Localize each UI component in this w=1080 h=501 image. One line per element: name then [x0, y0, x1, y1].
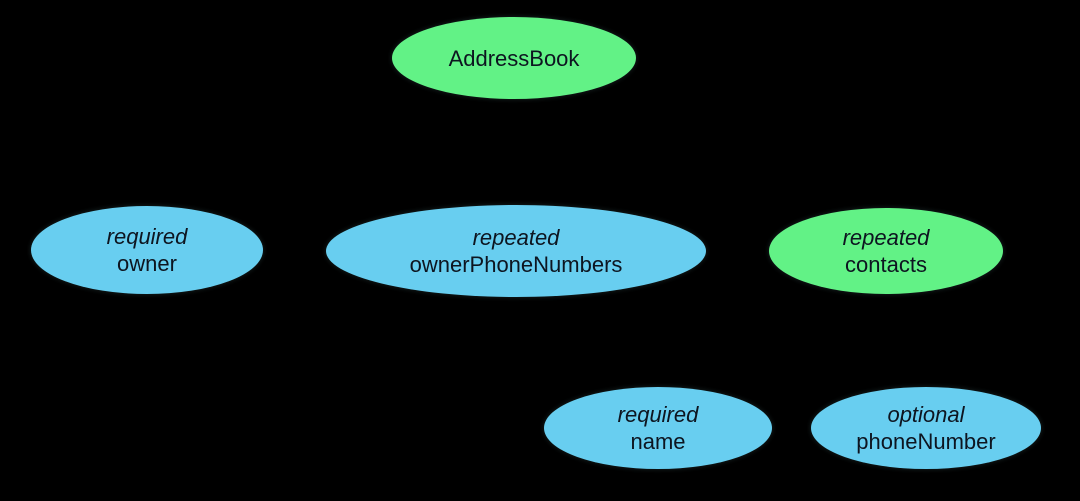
node-keyword: optional	[887, 402, 965, 427]
node-keyword: required	[617, 402, 699, 427]
node-label: phoneNumber	[856, 429, 996, 454]
node-label: owner	[117, 251, 177, 276]
node-label: contacts	[845, 252, 927, 277]
node-keyword: required	[106, 224, 188, 249]
node-label: ownerPhoneNumbers	[409, 252, 623, 277]
node-keyword: repeated	[472, 225, 560, 250]
node-addressbook: AddressBook	[392, 17, 636, 99]
node-label: name	[630, 429, 686, 454]
node-keyword: repeated	[842, 225, 930, 250]
node-label: AddressBook	[448, 45, 580, 71]
